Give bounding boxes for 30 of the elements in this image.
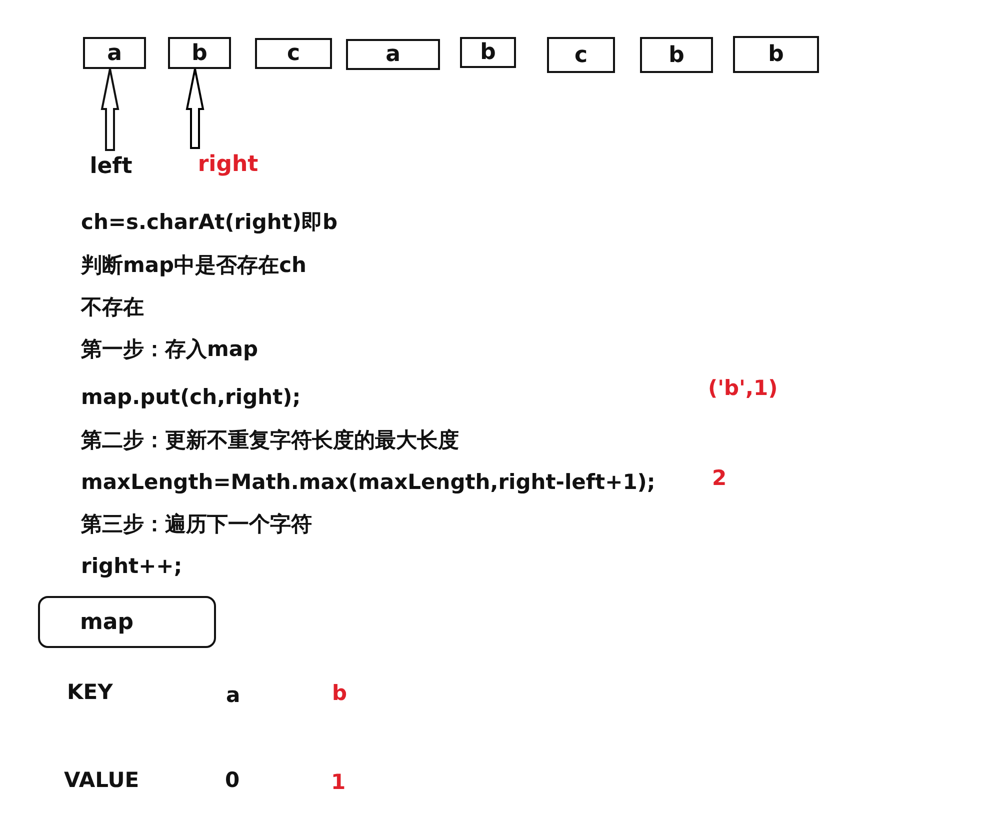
result-note: 2 <box>712 465 727 491</box>
code-line: 第一步：存入map <box>81 336 258 362</box>
code-line: 第二步：更新不重复字符长度的最大长度 <box>81 427 459 453</box>
code-line: map.put(ch,right); <box>81 384 301 410</box>
map-key: a <box>226 682 240 708</box>
map-value: 0 <box>225 767 240 793</box>
array-cell: a <box>83 37 146 69</box>
code-line: ch=s.charAt(right)即b <box>81 209 338 235</box>
code-line: 第三步：遍历下一个字符 <box>81 511 312 537</box>
array-cell: c <box>255 38 332 69</box>
code-line: 不存在 <box>81 294 144 320</box>
pointer-label: right <box>196 150 260 180</box>
result-note: ('b',1) <box>708 375 778 401</box>
array-cell: a <box>346 39 440 70</box>
array-cell: c <box>547 37 615 73</box>
array-cell: b <box>168 37 231 69</box>
map-box: map <box>38 596 216 648</box>
array-cell: b <box>733 36 819 73</box>
hollow-arrow <box>100 68 120 151</box>
code-line: right++; <box>81 553 182 579</box>
array-cell: b <box>640 37 713 73</box>
hollow-arrow <box>186 68 204 149</box>
code-line: 判断map中是否存在ch <box>81 252 306 278</box>
array-cell: b <box>460 37 516 68</box>
row-header: VALUE <box>64 767 140 793</box>
code-line: maxLength=Math.max(maxLength,right-left+1); <box>81 469 656 495</box>
row-header: KEY <box>67 679 113 705</box>
map-value: 1 <box>331 769 346 795</box>
pointer-label: left <box>88 152 134 182</box>
map-key: b <box>332 680 348 706</box>
